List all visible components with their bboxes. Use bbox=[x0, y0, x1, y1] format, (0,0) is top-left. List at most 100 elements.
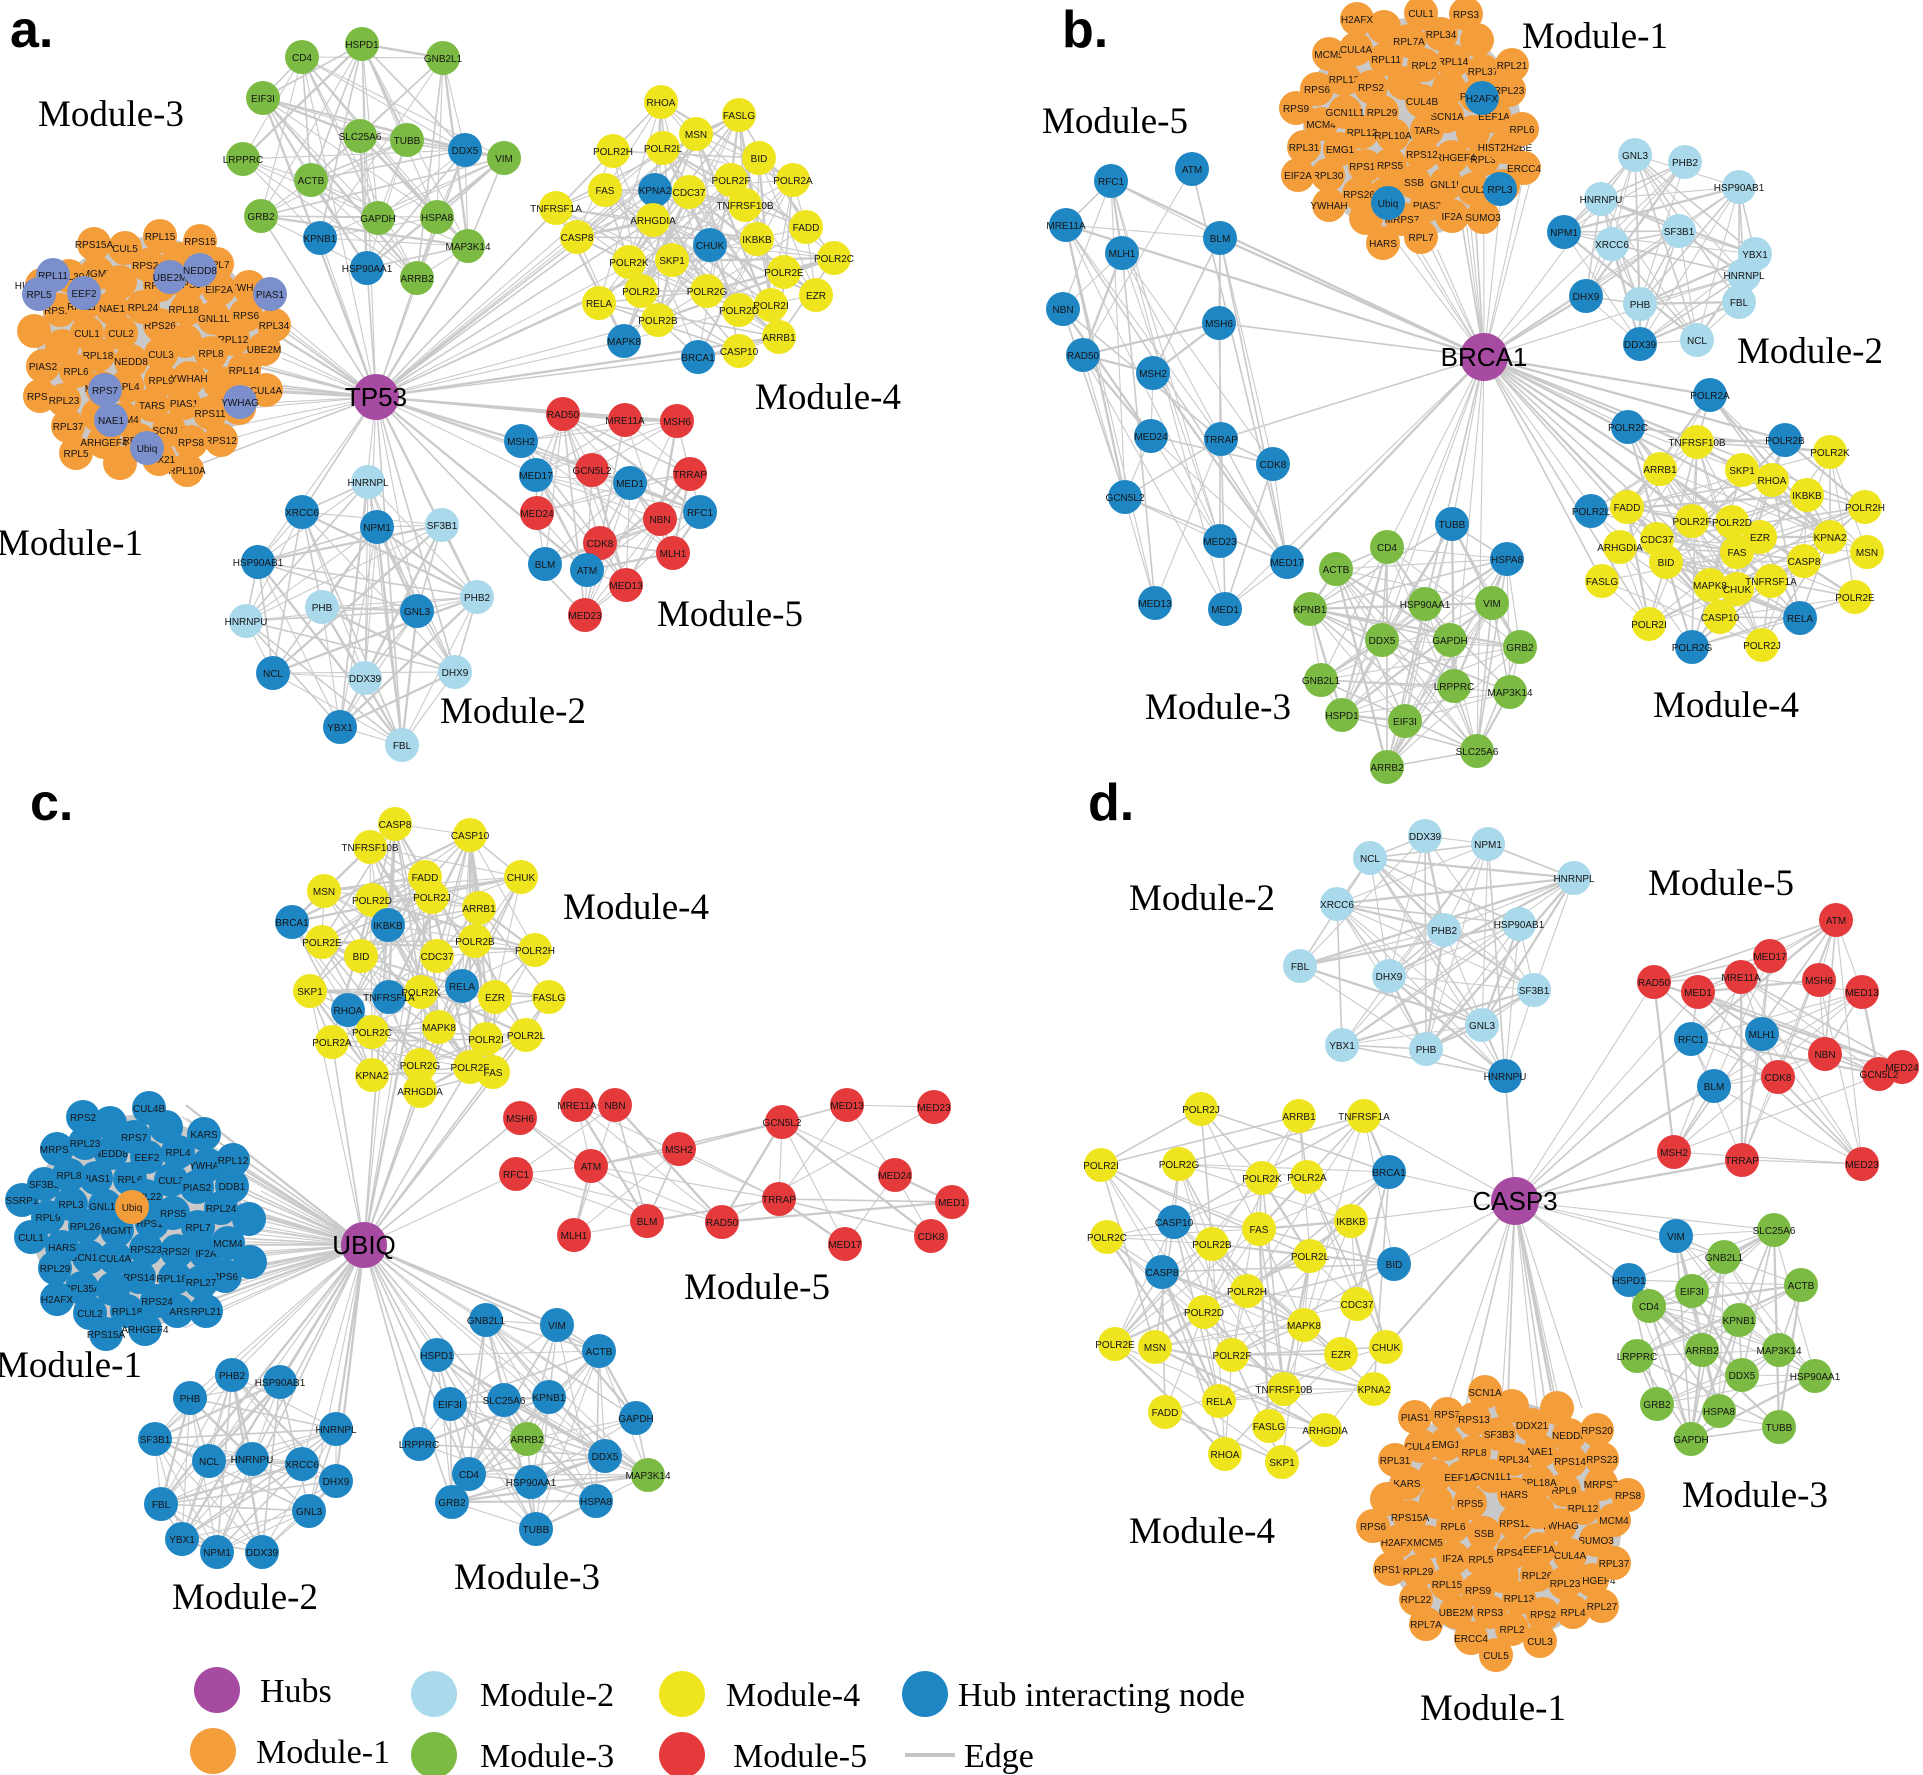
svg-text:RELA: RELA bbox=[449, 982, 475, 993]
svg-text:NEDD8: NEDD8 bbox=[114, 357, 148, 368]
svg-text:POLR2B: POLR2B bbox=[1765, 436, 1805, 447]
svg-text:Module-5: Module-5 bbox=[733, 1738, 867, 1775]
svg-text:HSPA8: HSPA8 bbox=[1703, 1407, 1735, 1418]
svg-text:RPL22: RPL22 bbox=[131, 1192, 162, 1203]
svg-text:MED13: MED13 bbox=[609, 581, 643, 592]
svg-text:EEF2: EEF2 bbox=[134, 1153, 159, 1164]
svg-text:RPL14: RPL14 bbox=[229, 366, 260, 377]
svg-text:RAD50: RAD50 bbox=[706, 1218, 739, 1229]
svg-text:SF3B3: SF3B3 bbox=[1484, 1430, 1515, 1441]
svg-text:RPL13: RPL13 bbox=[1329, 75, 1360, 86]
svg-text:RPS3: RPS3 bbox=[1477, 1608, 1504, 1619]
svg-text:Module-4: Module-4 bbox=[563, 887, 709, 928]
svg-text:ARHGDIA: ARHGDIA bbox=[397, 1087, 443, 1098]
svg-text:MSH6: MSH6 bbox=[506, 1114, 534, 1125]
svg-text:RPL7A: RPL7A bbox=[1393, 37, 1425, 48]
svg-text:POLR2L: POLR2L bbox=[507, 1031, 546, 1042]
svg-text:DHX9: DHX9 bbox=[1573, 292, 1600, 303]
svg-text:FBL: FBL bbox=[152, 1500, 171, 1511]
svg-text:MGMT: MGMT bbox=[102, 1226, 133, 1237]
svg-text:YBX1: YBX1 bbox=[1742, 250, 1768, 261]
svg-text:YWHAH: YWHAH bbox=[170, 374, 207, 385]
svg-text:FASLG: FASLG bbox=[1586, 577, 1618, 588]
svg-text:NEDD8: NEDD8 bbox=[183, 266, 217, 277]
svg-text:SCN1A: SCN1A bbox=[1430, 112, 1464, 123]
svg-text:UBE2M: UBE2M bbox=[1439, 1608, 1473, 1619]
svg-text:GNL3: GNL3 bbox=[296, 1507, 323, 1518]
svg-text:HNRNPL: HNRNPL bbox=[1723, 271, 1765, 282]
svg-text:RPS15A: RPS15A bbox=[75, 240, 114, 251]
svg-text:HNRNPU: HNRNPU bbox=[231, 1455, 274, 1466]
svg-text:PHB: PHB bbox=[312, 603, 333, 614]
svg-text:RPL18A: RPL18A bbox=[1519, 1478, 1557, 1489]
svg-text:SF3B1: SF3B1 bbox=[1519, 986, 1550, 997]
svg-text:KPNB1: KPNB1 bbox=[1723, 1316, 1756, 1327]
svg-text:KPNB1: KPNB1 bbox=[533, 1393, 566, 1404]
svg-text:TP53: TP53 bbox=[345, 382, 407, 412]
svg-text:RPL3: RPL3 bbox=[1470, 155, 1495, 166]
svg-text:BID: BID bbox=[353, 952, 370, 963]
svg-text:GNL1L: GNL1L bbox=[89, 1202, 121, 1213]
svg-text:IKBKB: IKBKB bbox=[1792, 491, 1822, 502]
svg-text:GCN1L1: GCN1L1 bbox=[70, 1253, 109, 1264]
svg-text:HSPD1: HSPD1 bbox=[345, 40, 379, 51]
svg-text:NCL: NCL bbox=[263, 669, 283, 680]
svg-text:RHOA: RHOA bbox=[334, 1006, 363, 1017]
svg-text:KPNA2: KPNA2 bbox=[356, 1071, 389, 1082]
svg-text:FAS: FAS bbox=[1728, 548, 1747, 559]
svg-text:POLR2C: POLR2C bbox=[1087, 1233, 1127, 1244]
svg-text:NPM1: NPM1 bbox=[1474, 840, 1502, 851]
svg-text:Module-3: Module-3 bbox=[38, 94, 184, 135]
svg-text:CASP8: CASP8 bbox=[379, 820, 412, 831]
svg-text:HSPA8: HSPA8 bbox=[580, 1497, 612, 1508]
svg-text:POLR2G: POLR2G bbox=[1159, 1160, 1200, 1171]
svg-text:POLR2K: POLR2K bbox=[1810, 448, 1850, 459]
svg-text:CASP10: CASP10 bbox=[720, 347, 759, 358]
svg-text:MED13: MED13 bbox=[1845, 988, 1879, 999]
svg-text:GAPDH: GAPDH bbox=[360, 214, 396, 225]
svg-text:RPL18A: RPL18A bbox=[156, 1274, 194, 1285]
svg-text:GNL3: GNL3 bbox=[404, 607, 431, 618]
svg-text:CASP10: CASP10 bbox=[1701, 613, 1740, 624]
svg-text:GCN5L2: GCN5L2 bbox=[763, 1118, 802, 1129]
svg-text:CDK8: CDK8 bbox=[1765, 1073, 1792, 1084]
svg-text:EIF3I: EIF3I bbox=[1393, 717, 1417, 728]
svg-text:CUL1: CUL1 bbox=[1408, 9, 1434, 20]
svg-text:MAPK8: MAPK8 bbox=[422, 1023, 456, 1034]
svg-text:RELA: RELA bbox=[1787, 614, 1813, 625]
svg-text:RPS26: RPS26 bbox=[161, 1247, 193, 1258]
svg-text:POLR2G: POLR2G bbox=[687, 287, 728, 298]
svg-text:NPM1: NPM1 bbox=[363, 523, 391, 534]
svg-text:Hubs: Hubs bbox=[260, 1673, 332, 1710]
svg-text:RPL23: RPL23 bbox=[1550, 1579, 1581, 1590]
svg-text:MLH1: MLH1 bbox=[1109, 249, 1136, 260]
svg-text:CDC37: CDC37 bbox=[1341, 1300, 1374, 1311]
svg-text:GNL1L: GNL1L bbox=[1430, 180, 1462, 191]
svg-text:RFC1: RFC1 bbox=[1098, 177, 1125, 188]
svg-text:RPS20: RPS20 bbox=[1581, 1426, 1613, 1437]
svg-text:MRE11A: MRE11A bbox=[1046, 221, 1086, 232]
svg-text:CUL1: CUL1 bbox=[18, 1233, 44, 1244]
svg-text:POLR2I: POLR2I bbox=[753, 301, 789, 312]
svg-text:CHUK: CHUK bbox=[1723, 585, 1752, 596]
svg-text:RHOA: RHOA bbox=[1211, 1450, 1240, 1461]
svg-text:MED1: MED1 bbox=[616, 479, 644, 490]
svg-text:Module-1: Module-1 bbox=[256, 1734, 390, 1771]
svg-text:RPS14: RPS14 bbox=[123, 1273, 155, 1284]
svg-text:RPS4X: RPS4X bbox=[1497, 1548, 1530, 1559]
svg-text:PIAS2: PIAS2 bbox=[29, 362, 58, 373]
svg-text:RPL34: RPL34 bbox=[259, 321, 290, 332]
svg-text:TARS: TARS bbox=[164, 1307, 190, 1318]
svg-text:RPL10A: RPL10A bbox=[168, 466, 206, 477]
svg-text:TRRAP: TRRAP bbox=[762, 1195, 796, 1206]
svg-text:RPS6: RPS6 bbox=[212, 1272, 239, 1283]
svg-text:EIF3I: EIF3I bbox=[438, 1400, 462, 1411]
svg-text:RAD50: RAD50 bbox=[1638, 978, 1671, 989]
svg-text:ERCC4: ERCC4 bbox=[1507, 164, 1541, 175]
svg-text:Edge: Edge bbox=[964, 1738, 1034, 1775]
svg-text:GRB2: GRB2 bbox=[1643, 1400, 1671, 1411]
svg-text:FAS: FAS bbox=[1250, 1225, 1269, 1236]
svg-text:PHB2: PHB2 bbox=[464, 593, 491, 604]
svg-text:RPS24: RPS24 bbox=[132, 261, 164, 272]
svg-text:RPL23: RPL23 bbox=[70, 1139, 101, 1150]
